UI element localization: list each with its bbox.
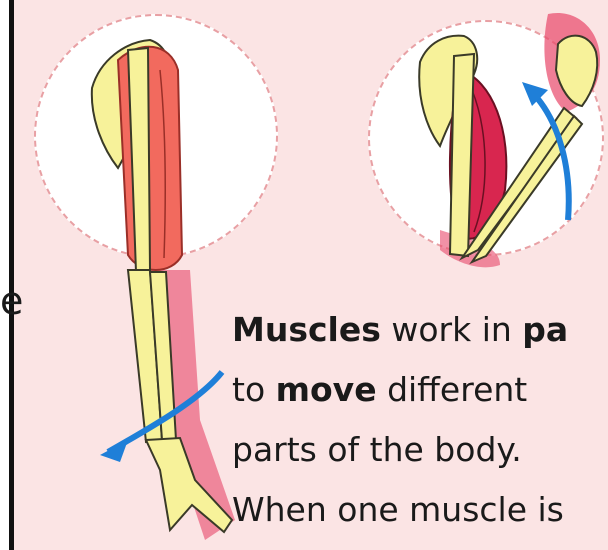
cut-off-text: e: [0, 282, 23, 320]
caption-line-1: Muscles work in pa: [232, 300, 568, 360]
caption-text-fragment: work in: [381, 310, 522, 349]
caption-text: Muscles work in pa to move different par…: [232, 300, 568, 540]
arrow-head: [100, 440, 128, 462]
caption-line-4: When one muscle is: [232, 480, 568, 540]
caption-line-2: to move different: [232, 360, 568, 420]
straight-arm-muscle-illustration: [92, 40, 235, 540]
caption-line-3: parts of the body.: [232, 420, 568, 480]
caption-bold-word: Muscles: [232, 310, 381, 349]
caption-bold-word: move: [276, 370, 377, 409]
caption-text-fragment: different: [377, 370, 528, 409]
bent-arm-muscle-illustration: [419, 13, 600, 267]
caption-text-fragment: to: [232, 370, 276, 409]
caption-bold-word: pa: [522, 310, 568, 349]
